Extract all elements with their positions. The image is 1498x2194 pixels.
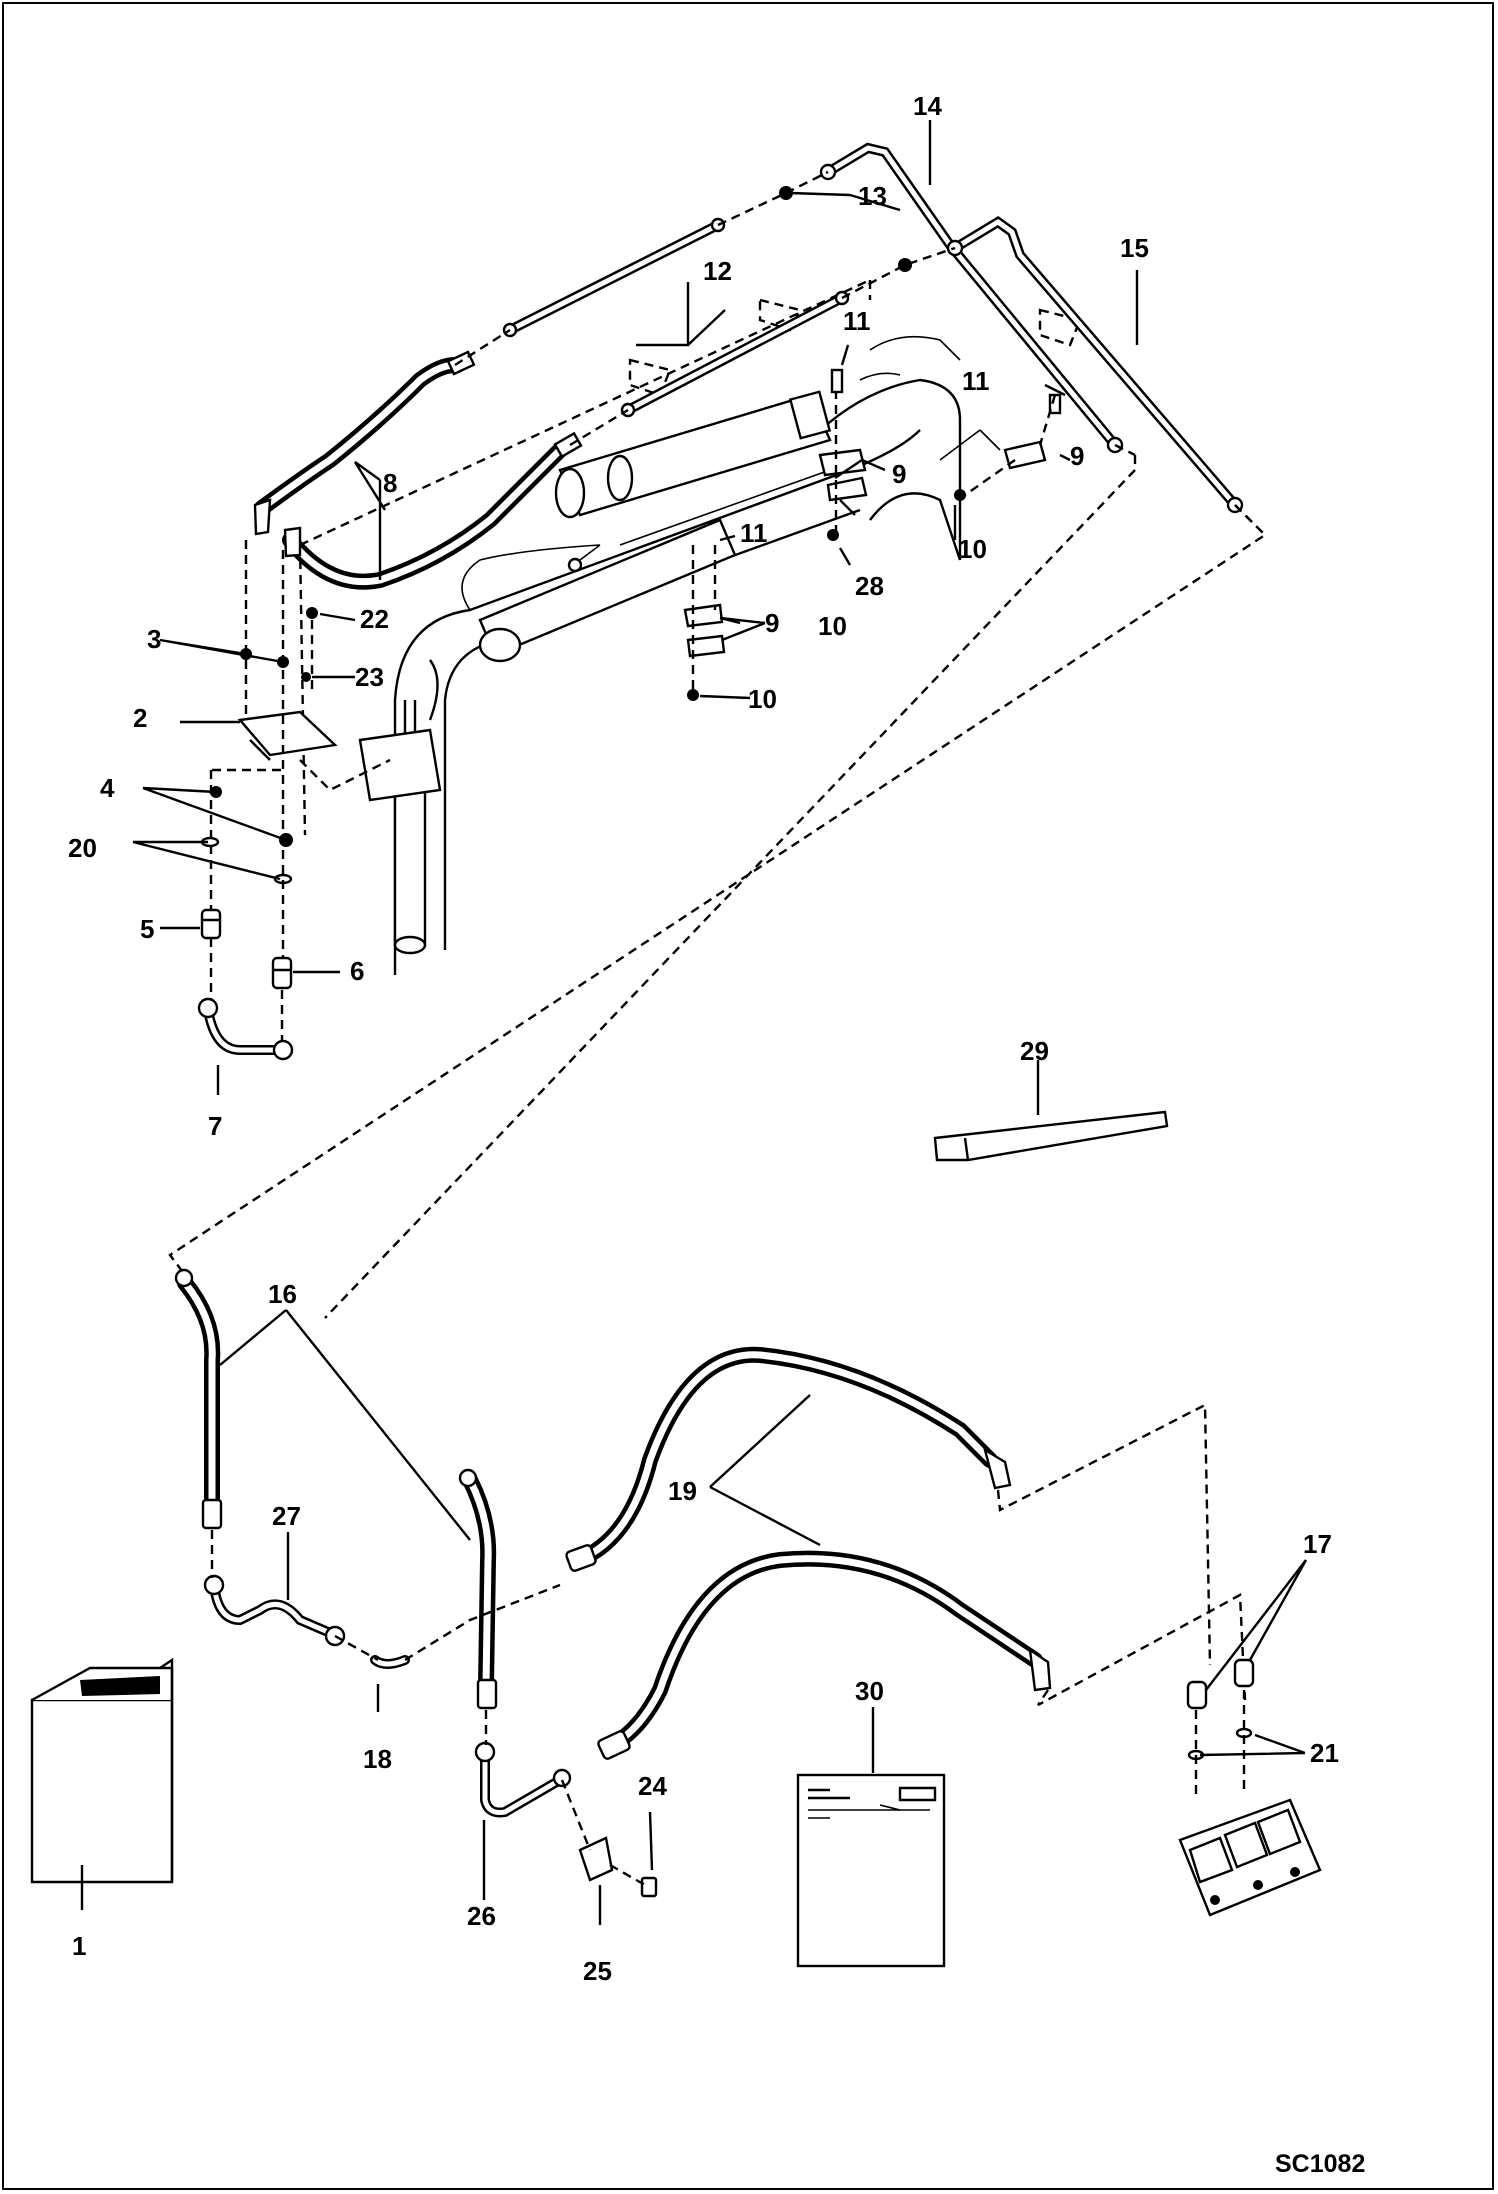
callout-11a: 11 [843,306,871,336]
clamp-9-10-right [954,393,1062,501]
manual-box-1 [30,1657,174,1884]
hose-8-upper [253,350,476,536]
callout-10a: 10 [958,534,987,564]
callout-21: 21 [1310,1738,1339,1768]
decal-sheet-30 [796,1773,946,1968]
control-valve [1178,1798,1322,1917]
callout-8: 8 [383,468,397,498]
callout-30: 30 [855,1676,884,1706]
callout-25: 25 [583,1956,612,1986]
bolt-24 [640,1876,658,1898]
callout-3: 3 [147,624,161,654]
callout-labels: 1 2 3 4 5 6 7 8 9 9 9 10 10 10 11 11 11 … [68,91,1365,2178]
mounting-plate-2 [237,710,338,761]
fitting-6 [271,956,293,990]
callout-14: 14 [913,91,942,121]
callout-2: 2 [133,703,147,733]
callout-16: 16 [268,1279,297,1309]
callout-10c: 10 [748,684,777,714]
callout-1: 1 [72,1931,86,1961]
callout-18: 18 [363,1744,392,1774]
hose-16-b [458,1468,498,1710]
clamp-9-10-upper [818,368,868,541]
callout-29: 29 [1020,1036,1049,1066]
callout-6: 6 [350,956,364,986]
leader-lines [80,120,1308,1925]
callout-4: 4 [100,773,115,803]
route-line [168,504,1267,1276]
callout-12: 12 [703,256,732,286]
fitting-13-b [898,258,912,272]
callout-9b: 9 [1070,441,1084,471]
fitting-17-b [1233,1658,1255,1688]
callout-9c: 9 [765,608,779,638]
callout-7: 7 [208,1111,222,1141]
callout-11c: 11 [740,518,768,548]
callout-23: 23 [355,662,384,692]
callout-24: 24 [638,1771,667,1801]
tube-7 [197,997,294,1061]
fitting-5 [200,908,222,940]
drawing-code: SC1082 [1275,2150,1365,2178]
washer-23 [301,672,311,682]
elbow-18 [370,1655,410,1669]
callout-26: 26 [467,1901,496,1931]
hose-19-upper [565,1346,1012,1572]
clamp-9-10-middle [683,545,726,701]
tube-line-14 [819,142,1124,454]
lift-cylinder [358,659,442,955]
callout-27: 27 [272,1501,301,1531]
tube-26 [474,1741,572,1818]
hose-19-lower [597,1550,1052,1760]
callout-11b: 11 [962,366,990,396]
callout-20: 20 [68,833,97,863]
tube-line-12-upper [502,217,726,338]
tool-29 [933,1110,1169,1162]
callout-22: 22 [360,604,389,634]
callout-5: 5 [140,914,154,944]
tube-line-12-lower [620,290,850,418]
callout-10b: 10 [818,611,847,641]
callout-17: 17 [1303,1529,1332,1559]
callout-19: 19 [668,1476,697,1506]
tube-line-15 [946,216,1244,514]
callout-9a: 9 [892,459,906,489]
bolt-22 [306,607,318,619]
hose-8-lower [282,431,583,590]
callout-13: 13 [858,181,887,211]
boom-cylinder [554,390,832,519]
arm-cylinder [478,518,737,663]
callout-15: 15 [1120,233,1149,263]
clamp-25 [578,1836,614,1882]
callout-28: 28 [855,571,884,601]
hose-16-a [174,1268,223,1530]
tube-27 [203,1574,346,1647]
fitting-17-a [1186,1680,1208,1710]
